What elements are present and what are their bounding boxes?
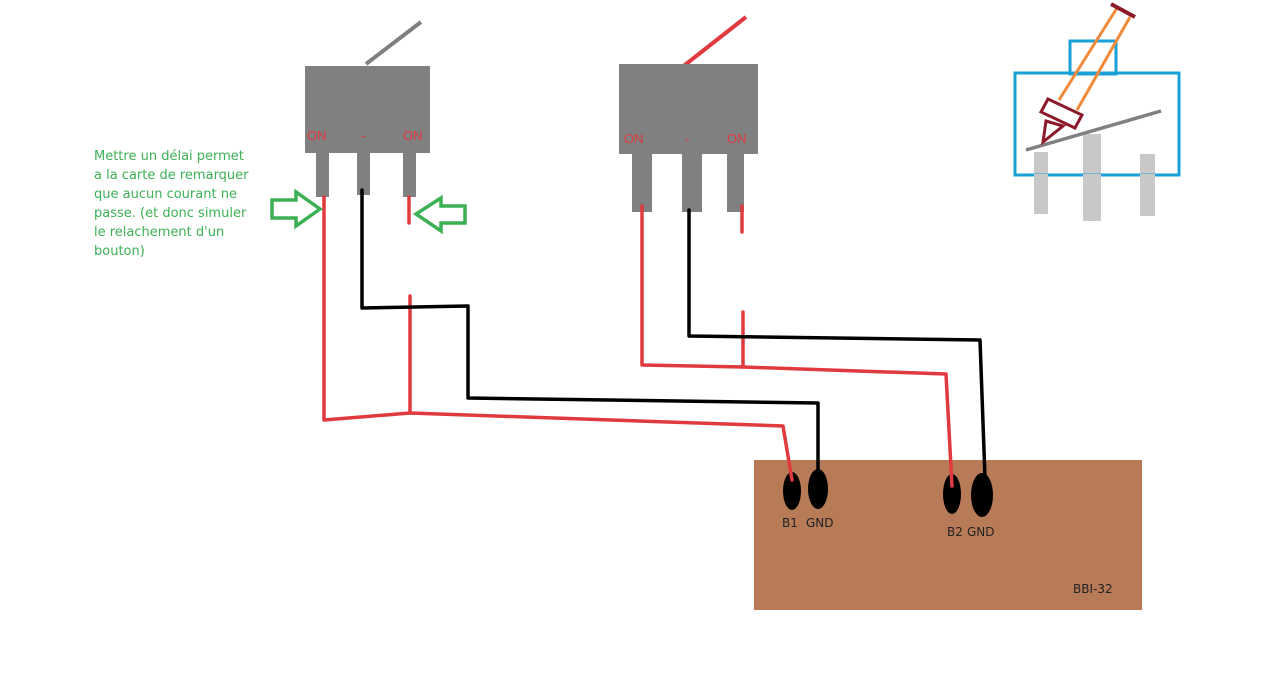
- annotation-line: que aucun courant ne: [94, 187, 237, 202]
- switch-1-lever: [364, 20, 423, 66]
- board-pin-label-b2: B2: [947, 525, 963, 539]
- board-pin-b2: [943, 474, 961, 514]
- annotation-line: a la carte de remarquer: [94, 168, 249, 183]
- annotation-note: Mettre un délai permet a la carte de rem…: [94, 147, 264, 261]
- switch-2-label-middle: -: [685, 131, 689, 146]
- switch-2-label-left: ON: [624, 131, 644, 146]
- board-pin-gnd-2: [971, 473, 993, 517]
- switch-2-pin-middle: [682, 154, 702, 212]
- annotation-line: le relachement d'un: [94, 225, 225, 240]
- board-pin-label-b1: B1: [782, 516, 798, 530]
- arrow-right-icon: [270, 188, 324, 230]
- switch-2: ON - ON: [619, 15, 758, 212]
- board-pin-label-gnd-2: GND: [967, 525, 995, 539]
- switch-2-label-right: ON: [727, 131, 747, 146]
- wire-switch-1-signal: [322, 195, 794, 482]
- board-pin-b1: [783, 472, 801, 510]
- switch-2-body: [619, 64, 758, 154]
- arrow-left-icon: [412, 194, 467, 235]
- switch-2-lever: [679, 15, 748, 70]
- switch-2-pin-right: [727, 154, 744, 212]
- switch-2-pin-left: [632, 154, 652, 212]
- wire-switch-1-ground: [360, 188, 820, 472]
- board-name: BBI-32: [1073, 582, 1113, 596]
- board-pin-gnd-1: [808, 469, 828, 509]
- annotation-line: Mettre un délai permet: [94, 149, 244, 164]
- switch-soldering-icon: [1013, 2, 1181, 221]
- switch-1-pin-left: [316, 153, 329, 197]
- wire-switch-2-ground: [687, 208, 987, 480]
- annotation-line: bouton): [94, 244, 145, 259]
- board-bbi-32: B1 GND B2 GND BBI-32: [754, 460, 1142, 610]
- switch-1-pin-middle: [357, 153, 370, 195]
- switch-1: ON - ON: [305, 20, 430, 197]
- switch-1-label-left: ON: [307, 128, 327, 143]
- annotation-line: passe. (et donc simuler: [94, 206, 247, 221]
- switch-1-label-middle: -: [361, 128, 365, 143]
- switch-1-pin-right: [403, 153, 416, 197]
- board-pin-label-gnd-1: GND: [806, 516, 834, 530]
- switch-1-body: [305, 66, 430, 153]
- switch-1-label-right: ON: [403, 128, 423, 143]
